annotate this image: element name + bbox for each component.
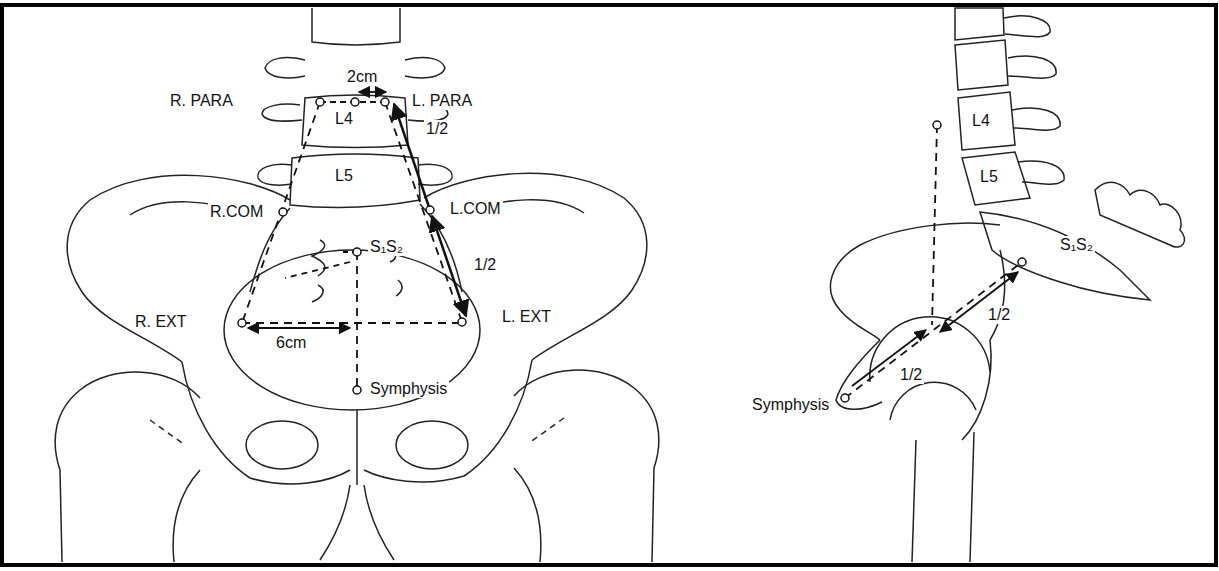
anatomy-label: S₁S₂ xyxy=(1058,236,1095,254)
anatomy-label: L4 xyxy=(333,110,355,128)
anatomy-label: Symphysis xyxy=(368,380,449,398)
measurement-lines xyxy=(242,92,466,390)
anatomy-label: 6cm xyxy=(274,334,308,352)
anatomy-label: 1/2 xyxy=(472,256,498,274)
anatomy-label: L.COM xyxy=(448,200,503,218)
anatomy-label: 1/2 xyxy=(424,120,450,138)
lateral-points xyxy=(841,121,1026,402)
anatomy-label: L. PARA xyxy=(410,92,474,110)
anatomy-label: Symphysis xyxy=(750,396,831,414)
anatomy-label: 2cm xyxy=(345,68,379,86)
frontal-pelvis xyxy=(55,8,659,562)
lateral-pelvis xyxy=(830,8,1184,562)
anatomy-label: R.COM xyxy=(208,203,265,221)
anatomy-label: L4 xyxy=(970,112,992,130)
anatomy-label: L5 xyxy=(978,168,1000,186)
anatomy-label: R. EXT xyxy=(133,313,189,331)
lateral-measurement-lines xyxy=(845,125,1022,398)
anatomy-label: L5 xyxy=(333,167,355,185)
frame xyxy=(2,5,1216,565)
anatomy-label: 1/2 xyxy=(986,306,1012,324)
anatomy-label: L. EXT xyxy=(500,308,553,326)
anatomy-label: 1/2 xyxy=(898,366,924,384)
lymph-node-points xyxy=(238,98,466,394)
anatomy-label: S₁S₂ xyxy=(368,238,405,256)
anatomy-label: R. PARA xyxy=(168,92,235,110)
